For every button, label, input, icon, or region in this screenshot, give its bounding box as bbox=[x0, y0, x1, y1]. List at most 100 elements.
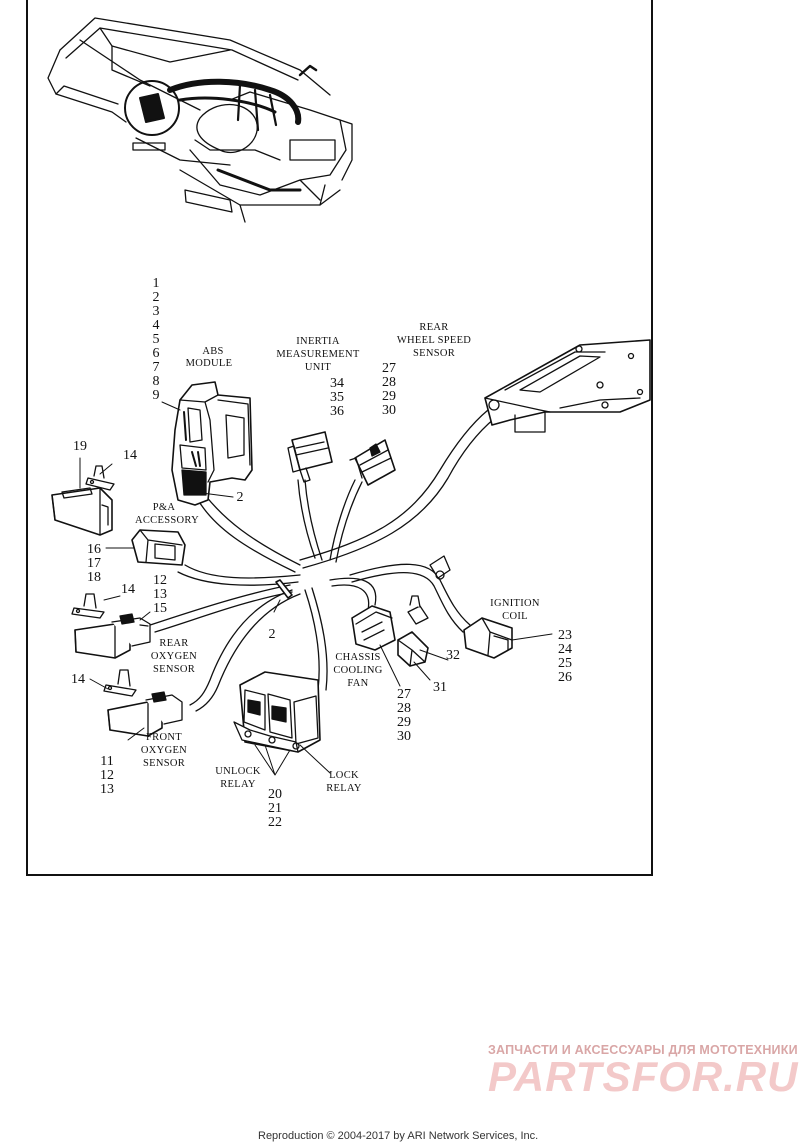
abs-module bbox=[171, 381, 253, 506]
svg-text:INERTIA: INERTIA bbox=[296, 336, 340, 347]
callout-31: 31 bbox=[433, 680, 447, 695]
svg-text:UNIT: UNIT bbox=[305, 362, 332, 373]
callout-19: 19 bbox=[73, 439, 87, 454]
svg-text:27: 27 bbox=[397, 687, 411, 702]
clip-14-low bbox=[103, 669, 137, 697]
svg-text:REAR: REAR bbox=[159, 638, 188, 649]
svg-text:REAR: REAR bbox=[419, 322, 448, 333]
svg-text:30: 30 bbox=[382, 403, 396, 418]
svg-text:FAN: FAN bbox=[347, 678, 368, 689]
svg-text:1: 1 bbox=[153, 276, 160, 291]
svg-text:7: 7 bbox=[153, 360, 160, 375]
callout-abs-stack: 1 2 3 4 5 6 7 8 9 bbox=[153, 276, 160, 403]
item-19-connector bbox=[51, 487, 113, 536]
main-harness bbox=[149, 409, 496, 712]
motorcycle-frame-thumbnail bbox=[47, 17, 353, 223]
callout-14-top: 14 bbox=[123, 448, 137, 463]
item-32-clip bbox=[407, 595, 429, 625]
svg-text:28: 28 bbox=[397, 701, 411, 716]
wiring-harness-diagram: ABS MODULE INERTIA MEASUREMENT UNIT REAR… bbox=[47, 17, 651, 830]
svg-text:OXYGEN: OXYGEN bbox=[141, 745, 187, 756]
callout-pa-stack: 16 17 18 bbox=[87, 542, 101, 585]
ignition-coil-connector bbox=[463, 617, 513, 659]
svg-text:23: 23 bbox=[558, 628, 572, 643]
svg-text:24: 24 bbox=[558, 642, 572, 657]
harness-clip-ignition bbox=[429, 555, 451, 580]
svg-text:CHASSIS: CHASSIS bbox=[335, 652, 380, 663]
lock-relay-label: LOCK RELAY bbox=[326, 770, 362, 794]
svg-text:5: 5 bbox=[153, 332, 160, 347]
callout-15: 15 bbox=[153, 601, 167, 616]
svg-text:RELAY: RELAY bbox=[220, 779, 256, 790]
svg-text:LOCK: LOCK bbox=[329, 770, 359, 781]
diagram-frame bbox=[26, 0, 653, 876]
svg-text:27: 27 bbox=[382, 361, 396, 376]
clip-14-mid bbox=[71, 593, 105, 619]
relay-block bbox=[233, 671, 321, 753]
svg-text:6: 6 bbox=[153, 346, 160, 361]
item-31-cap bbox=[397, 631, 429, 667]
svg-text:RELAY: RELAY bbox=[326, 783, 362, 794]
abs-module-label: ABS MODULE bbox=[186, 346, 233, 369]
svg-text:COIL: COIL bbox=[502, 611, 528, 622]
svg-text:35: 35 bbox=[330, 390, 344, 405]
svg-text:WHEEL SPEED: WHEEL SPEED bbox=[397, 335, 471, 346]
callout-rear-wheel-stack: 27 28 29 30 bbox=[382, 361, 396, 418]
svg-text:28: 28 bbox=[382, 375, 396, 390]
svg-text:MODULE: MODULE bbox=[186, 358, 233, 369]
svg-text:P&A: P&A bbox=[153, 502, 176, 513]
callout-inertia-stack: 34 35 36 bbox=[330, 376, 344, 419]
svg-text:25: 25 bbox=[558, 656, 572, 671]
svg-text:29: 29 bbox=[397, 715, 411, 730]
svg-text:8: 8 bbox=[153, 374, 160, 389]
svg-text:20: 20 bbox=[268, 787, 282, 802]
svg-text:ABS: ABS bbox=[202, 346, 223, 357]
svg-text:2: 2 bbox=[153, 290, 160, 305]
svg-text:FRONT: FRONT bbox=[146, 732, 182, 743]
clip-14-top bbox=[85, 465, 115, 491]
svg-text:12: 12 bbox=[153, 573, 167, 588]
svg-text:UNLOCK: UNLOCK bbox=[215, 766, 261, 777]
svg-text:SENSOR: SENSOR bbox=[143, 758, 185, 769]
callout-fan-stack: 27 28 29 30 bbox=[397, 687, 411, 744]
svg-text:COOLING: COOLING bbox=[333, 665, 382, 676]
svg-text:SENSOR: SENSOR bbox=[153, 664, 195, 675]
svg-text:SENSOR: SENSOR bbox=[413, 348, 455, 359]
chassis-fan-connector bbox=[351, 605, 396, 651]
svg-text:4: 4 bbox=[153, 318, 160, 333]
svg-text:36: 36 bbox=[330, 404, 344, 419]
svg-text:MEASUREMENT: MEASUREMENT bbox=[276, 349, 360, 360]
svg-text:11: 11 bbox=[100, 754, 113, 769]
svg-text:ACCESSORY: ACCESSORY bbox=[135, 515, 199, 526]
rear-wheel-speed-label: REAR WHEEL SPEED SENSOR bbox=[397, 322, 471, 359]
callout-14-low: 14 bbox=[71, 672, 85, 687]
svg-text:13: 13 bbox=[153, 587, 167, 602]
rear-oxygen-connector bbox=[74, 613, 151, 659]
pa-accessory-connector bbox=[131, 529, 186, 566]
svg-text:26: 26 bbox=[558, 670, 572, 685]
svg-text:16: 16 bbox=[87, 542, 101, 557]
callout-14-mid: 14 bbox=[121, 582, 135, 597]
rear-wheel-speed-connector bbox=[349, 439, 396, 486]
svg-text:OXYGEN: OXYGEN bbox=[151, 651, 197, 662]
svg-text:21: 21 bbox=[268, 801, 282, 816]
copyright-footer: Reproduction © 2004-2017 by ARI Network … bbox=[258, 1130, 539, 1142]
rear-frame-bracket bbox=[484, 339, 651, 433]
svg-text:30: 30 bbox=[397, 729, 411, 744]
svg-text:3: 3 bbox=[153, 304, 160, 319]
callout-clip-stack: 12 13 bbox=[153, 573, 167, 602]
svg-text:17: 17 bbox=[87, 556, 101, 571]
svg-text:12: 12 bbox=[100, 768, 114, 783]
rear-oxygen-label: REAR OXYGEN SENSOR bbox=[151, 638, 197, 675]
svg-text:29: 29 bbox=[382, 389, 396, 404]
chassis-fan-label: CHASSIS COOLING FAN bbox=[333, 652, 382, 689]
svg-text:34: 34 bbox=[330, 376, 344, 391]
svg-text:18: 18 bbox=[87, 570, 101, 585]
front-oxygen-connector bbox=[107, 691, 183, 737]
svg-text:22: 22 bbox=[268, 815, 282, 830]
callout-abs-2: 2 bbox=[237, 490, 244, 505]
inertia-connector bbox=[287, 431, 333, 483]
callout-32: 32 bbox=[446, 648, 460, 663]
leader-lines bbox=[79, 401, 553, 776]
svg-text:13: 13 bbox=[100, 782, 114, 797]
